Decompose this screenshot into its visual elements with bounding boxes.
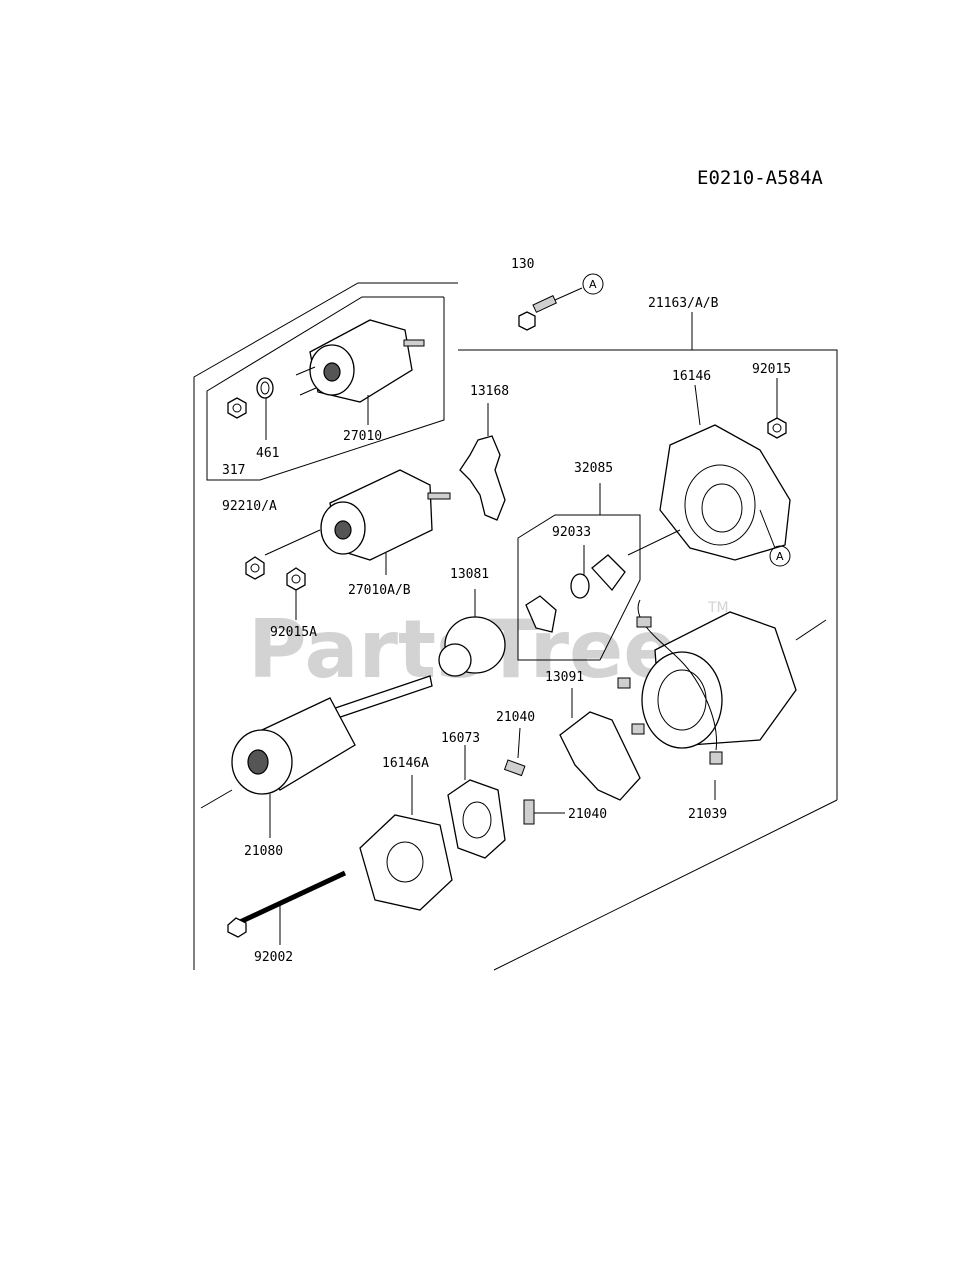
label-13168: 13168 [470, 384, 509, 399]
solenoid-kit-frame [206, 296, 445, 481]
label-13081: 13081 [450, 567, 489, 582]
brush-holder-13091 [559, 688, 641, 801]
spring-21040-b [523, 799, 565, 825]
label-130: 130 [511, 257, 534, 272]
label-32085: 32085 [574, 461, 613, 476]
label-21163: 21163/A/B [648, 296, 719, 311]
callout-a-housing: A [769, 545, 791, 567]
armature-21080 [200, 675, 433, 838]
solenoid-27010 [295, 319, 425, 425]
label-16073: 16073 [441, 731, 480, 746]
label-16146a: 16146A [382, 756, 429, 771]
label-21039: 21039 [688, 807, 727, 822]
lever-13168 [459, 403, 506, 521]
label-317: 317 [222, 463, 245, 478]
watermark-tm: TM [707, 600, 729, 616]
nut-92015a [286, 567, 306, 620]
label-21040-b: 21040 [568, 807, 607, 822]
nut-92015 [767, 378, 787, 439]
through-bolt-92002 [227, 870, 347, 945]
plate-92033 [525, 483, 626, 633]
brush-plate-16073 [447, 745, 506, 859]
plate-kit-frame [517, 514, 641, 661]
label-13091: 13091 [545, 670, 584, 685]
callout-a-top: A [582, 273, 604, 295]
svg-text:A: A [589, 278, 597, 291]
washer-461 [256, 377, 274, 440]
nut-92210 [245, 556, 265, 580]
end-cover-16146a [359, 775, 453, 911]
nut-kit [227, 397, 247, 419]
label-92002: 92002 [254, 950, 293, 965]
label-21040-a: 21040 [496, 710, 535, 725]
label-92210: 92210/A [222, 499, 277, 514]
label-27010: 27010 [343, 429, 382, 444]
label-21080: 21080 [244, 844, 283, 859]
svg-text:A: A [776, 550, 784, 563]
label-92015a: 92015A [270, 625, 317, 640]
assembly-frame [193, 282, 838, 971]
solenoid-27010ab [264, 469, 451, 575]
label-461: 461 [256, 446, 279, 461]
label-16146: 16146 [672, 369, 711, 384]
label-92015: 92015 [752, 362, 791, 377]
diagram-code: E0210-A584A [697, 167, 823, 189]
pinion-13081 [438, 589, 506, 677]
spring-21040-a [503, 727, 526, 777]
label-27010ab: 27010A/B [348, 583, 411, 598]
yoke-21163 [617, 312, 827, 800]
bolt-130 [518, 287, 583, 331]
label-92033: 92033 [552, 525, 591, 540]
housing-16146 [627, 384, 791, 561]
